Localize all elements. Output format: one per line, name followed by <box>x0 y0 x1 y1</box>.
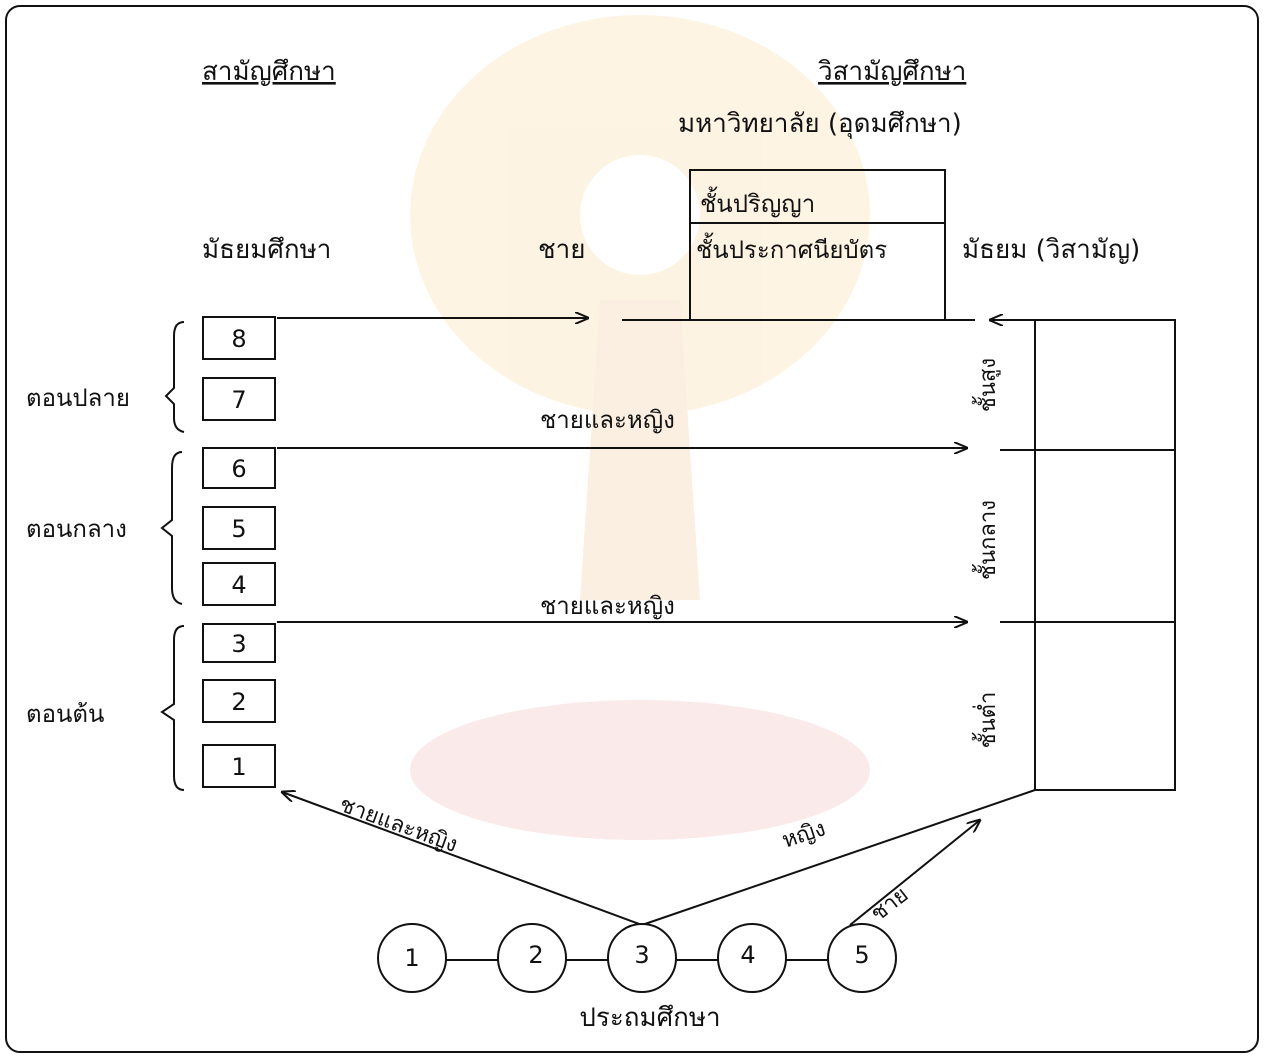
grade-number: 6 <box>231 455 246 483</box>
vocational-column: ชั้นสูง ชั้นกลาง ชั้นต่ำ <box>972 320 1176 791</box>
vocational-secondary-label: มัธยม (วิสามัญ) <box>962 235 1140 265</box>
grade-number: 8 <box>231 325 246 353</box>
primary-grade-circle <box>827 923 897 993</box>
primary-education-label: ประถมศึกษา <box>579 1003 720 1033</box>
grade-box <box>202 447 276 489</box>
primary-to-vocational-men-arrow <box>849 820 980 926</box>
university-label: มหาวิทยาลัย (อุดมศึกษา) <box>678 109 962 139</box>
upper-level-label: ตอนปลาย <box>26 384 130 412</box>
primary-grade-circle <box>377 923 447 993</box>
secondary-general-label: มัธยมศึกษา <box>202 235 331 265</box>
certificate-label: ชั้นประกาศนียบัตร <box>696 232 887 264</box>
watermark-emblem <box>410 15 870 840</box>
vocational-upper-label: ชั้นสูง <box>972 358 1001 412</box>
vocational-middle-label: ชั้นกลาง <box>972 500 1001 580</box>
upper-level-brace <box>164 321 185 433</box>
degree-label: ชั้นปริญญา <box>700 186 815 218</box>
grade-number: 2 <box>231 688 246 716</box>
grade-box <box>202 506 276 550</box>
grade-number: 1 <box>231 753 246 781</box>
grade-box <box>202 562 276 606</box>
grade-box <box>202 377 276 421</box>
primary-grade-number: 2 <box>528 941 543 969</box>
lower-transfer-label: ชายและหญิง <box>540 592 675 620</box>
primary-chain: 1 2 3 4 5 <box>377 923 897 993</box>
primary-grade-circle <box>497 923 567 993</box>
grade-number: 5 <box>231 515 246 543</box>
vocational-lower-label: ชั้นต่ำ <box>972 692 1001 749</box>
general-education-title: สามัญศึกษา <box>202 57 336 87</box>
lower-level-label: ตอนต้น <box>26 700 104 728</box>
men-only-label: ชาย <box>538 235 585 265</box>
grade-number: 3 <box>231 630 246 658</box>
grade-box <box>202 744 276 788</box>
primary-to-vocational-women-line <box>641 789 1036 926</box>
vocational-education-title: วิสามัญศึกษา <box>818 57 967 87</box>
primary-grade-number: 4 <box>740 941 755 969</box>
middle-level-label: ตอนกลาง <box>26 515 127 543</box>
diagram-frame <box>5 5 1259 1053</box>
primary-grade-number: 5 <box>854 941 869 969</box>
grade-number: 7 <box>231 386 246 414</box>
grade-box <box>202 679 276 723</box>
grade-box <box>202 623 276 663</box>
primary-to-general-arrow <box>282 792 643 926</box>
primary-grade-number: 3 <box>634 941 649 969</box>
grade-number: 4 <box>231 571 246 599</box>
grade-box <box>202 316 276 360</box>
level-braces <box>160 321 185 791</box>
primary-grade-number: 1 <box>404 944 419 972</box>
primary-grade-circle <box>717 923 787 993</box>
lower-level-brace <box>160 625 185 791</box>
upper-transfer-label: ชายและหญิง <box>540 406 675 434</box>
primary-to-vocational-men-label: ชาย <box>866 882 913 926</box>
grade-boxes: 8 7 6 5 4 3 2 1 <box>202 316 276 788</box>
middle-level-brace <box>160 451 183 605</box>
primary-grade-circle <box>607 923 677 993</box>
university-box: ชั้นปริญญา ชั้นประกาศนียบัตร <box>689 169 946 320</box>
